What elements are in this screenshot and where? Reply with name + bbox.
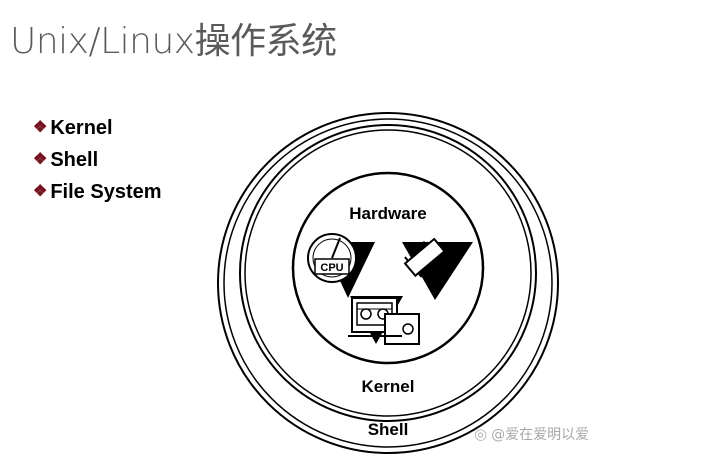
kernel-ring-inner bbox=[244, 129, 532, 417]
bullet-label: File System bbox=[50, 180, 162, 203]
bullet-item-shell: ❖ Shell bbox=[33, 144, 162, 176]
kernel-label: Kernel bbox=[362, 377, 415, 396]
diamond-bullet-icon: ❖ bbox=[33, 183, 48, 200]
watermark: ◎ @爱在爱明以爱 bbox=[474, 424, 589, 444]
watermark-text: @爱在爱明以爱 bbox=[491, 427, 590, 443]
bullet-item-kernel: ❖ Kernel bbox=[33, 112, 162, 144]
memory-chip-icon bbox=[402, 237, 473, 300]
kernel-ring-outer bbox=[239, 124, 537, 422]
weibo-icon: ◎ bbox=[474, 425, 488, 443]
bullet-label: Shell bbox=[50, 148, 99, 171]
computer-terminal-icon bbox=[348, 296, 420, 345]
shell-ring-outer bbox=[217, 112, 559, 454]
bullet-item-file-system: ❖ File System bbox=[33, 176, 162, 208]
diamond-bullet-icon: ❖ bbox=[33, 151, 48, 168]
diamond-bullet-icon: ❖ bbox=[33, 119, 48, 136]
bullet-label: Kernel bbox=[50, 116, 113, 139]
hardware-label: Hardware bbox=[349, 204, 426, 223]
hardware-circle bbox=[291, 171, 485, 365]
cpu-chip-icon: CPU bbox=[307, 233, 375, 298]
bullet-list: ❖ Kernel ❖ Shell ❖ File System bbox=[33, 112, 162, 208]
cpu-label: CPU bbox=[320, 262, 343, 274]
page-title: Unix/Linux操作系统 bbox=[10, 21, 337, 62]
shell-ring-inner bbox=[223, 118, 553, 448]
shell-label: Shell bbox=[368, 420, 409, 439]
